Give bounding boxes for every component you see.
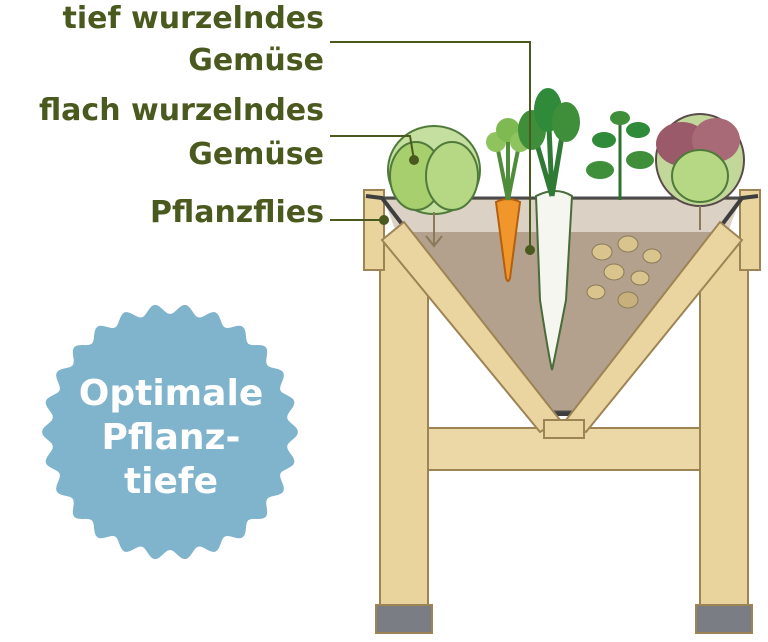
badge-line3: tiefe — [123, 461, 219, 502]
right-post — [739, 189, 761, 271]
fleece-label: Pflanzflies — [149, 195, 324, 230]
badge-scalloped-shape — [42, 304, 298, 560]
badge-line2: Pflanz- — [101, 417, 241, 458]
shallow-rooted-label-line1: flach wurzelndes — [38, 93, 324, 128]
white-radish — [518, 88, 580, 371]
shallow-rooted-leader — [330, 135, 415, 161]
fleece-liner — [365, 194, 759, 416]
planting-depth-badge — [42, 304, 298, 560]
center-joint — [543, 419, 585, 439]
deep-rooted-label-line2: Gemüse — [188, 43, 324, 78]
lettuce-left — [387, 125, 481, 248]
shallow-rooted-dot — [409, 155, 419, 165]
deep-rooted-dot — [525, 245, 535, 255]
badge-text: Optimale Pflanz- tiefe — [62, 372, 280, 504]
left-post — [363, 189, 385, 271]
right-foot — [695, 604, 753, 634]
right-leg — [699, 244, 749, 626]
deep-rooted-leader — [330, 41, 531, 248]
leader-lines — [330, 41, 535, 255]
fleece-dot — [379, 215, 389, 225]
shallow-rooted-label-line2: Gemüse — [188, 137, 324, 172]
left-foot — [375, 604, 433, 634]
lettuce-right — [655, 113, 745, 230]
potato-plant — [586, 111, 662, 309]
deep-rooted-label-line1: tief wurzelndes — [62, 1, 324, 36]
left-leg — [379, 244, 429, 626]
badge-line1: Optimale — [78, 373, 264, 414]
